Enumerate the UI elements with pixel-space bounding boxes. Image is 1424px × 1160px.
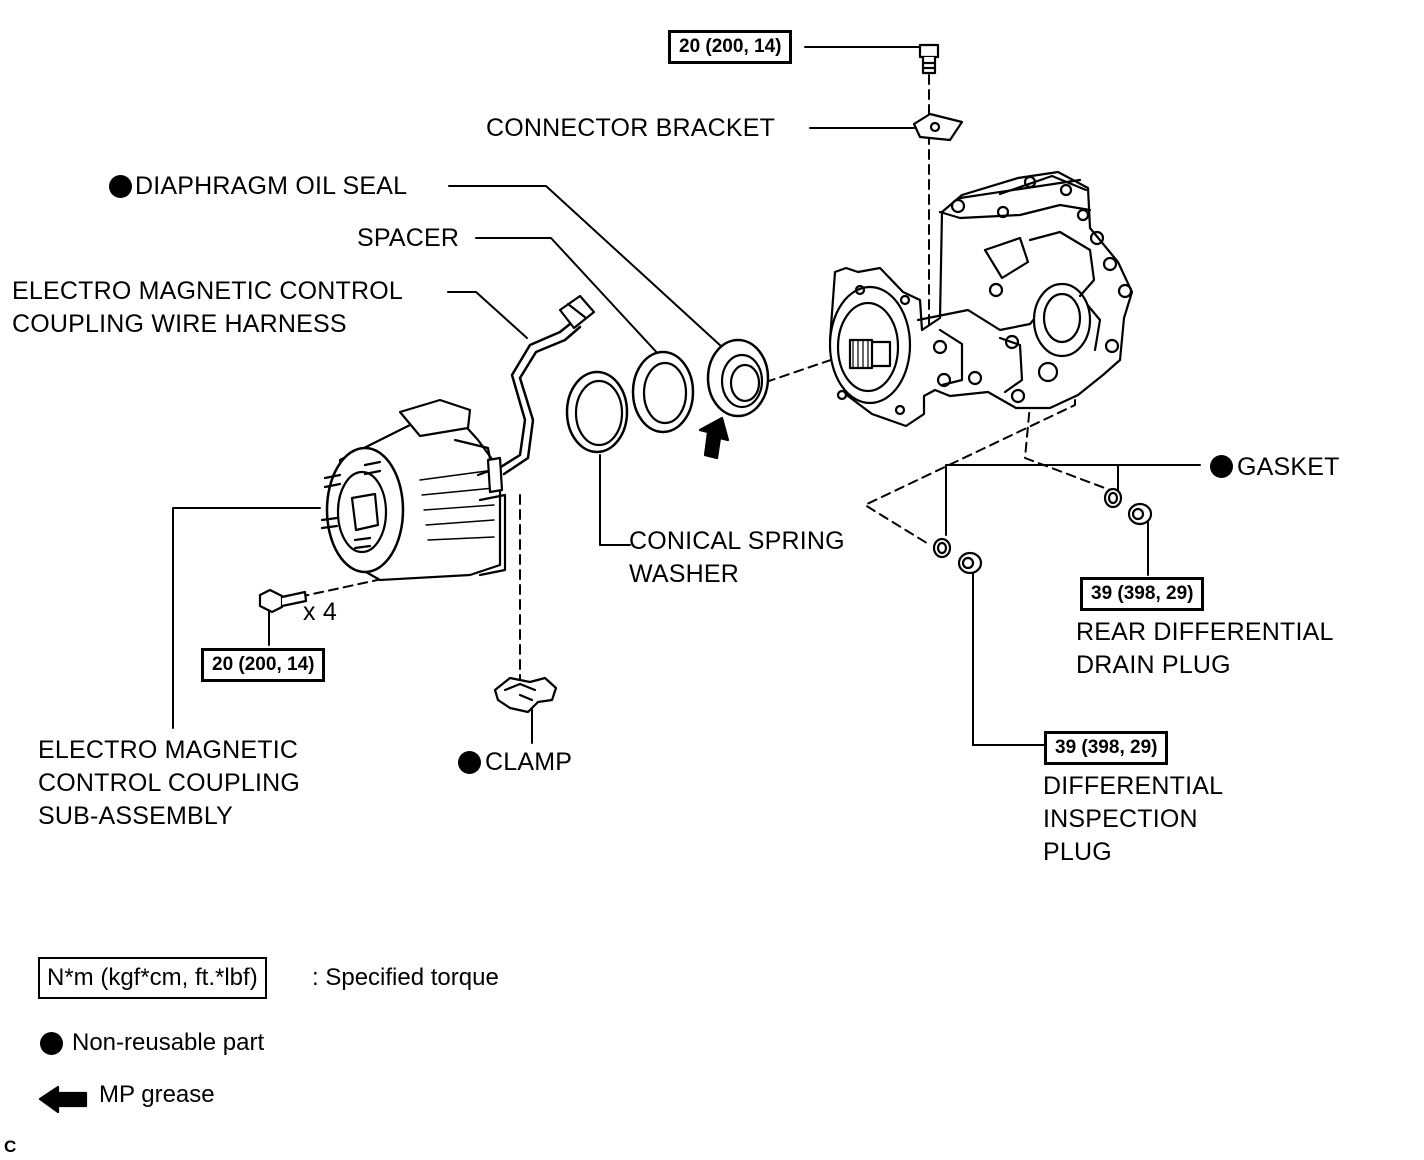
- drain-gasket-shape: [1103, 487, 1123, 509]
- label-spacer: SPACER: [357, 224, 460, 252]
- label-conical-washer-line2: WASHER: [629, 560, 740, 588]
- clamp-shape: [493, 676, 558, 714]
- torque-inspection-plug: 39 (398, 29): [1044, 731, 1169, 765]
- inspection-plug-shape: [957, 551, 983, 575]
- grease-arrow-shape: [698, 416, 730, 460]
- label-wire-harness-line1: ELECTRO MAGNETIC CONTROL: [12, 277, 403, 305]
- label-coupling-line1: ELECTRO MAGNETIC: [38, 736, 299, 764]
- leader-lines: [172, 46, 1201, 746]
- label-quantity: x 4: [303, 598, 337, 626]
- label-drain-plug-line2: DRAIN PLUG: [1076, 651, 1231, 679]
- label-conical-washer-line1: CONICAL SPRING: [629, 527, 845, 555]
- coupling-bolt-shape: [258, 588, 308, 614]
- label-clamp: CLAMP: [485, 748, 573, 776]
- torque-coupling-bolt: 20 (200, 14): [201, 648, 326, 682]
- inspection-gasket-shape: [932, 537, 952, 559]
- label-connector-bracket: CONNECTOR BRACKET: [486, 114, 776, 142]
- legend-grease-text: MP grease: [99, 1081, 215, 1108]
- label-coupling-line3: SUB-ASSEMBLY: [38, 802, 234, 830]
- top-bolt-shape: [918, 43, 940, 75]
- label-coupling-line2: CONTROL COUPLING: [38, 769, 301, 797]
- coupling-sub-assembly-shape: [320, 398, 507, 582]
- legend-torque-box: N*m (kgf*cm, ft.*lbf): [38, 957, 267, 999]
- non-reusable-dot-icon: [109, 175, 132, 198]
- label-gasket: GASKET: [1237, 453, 1340, 481]
- differential-carrier-shape: [828, 170, 1134, 428]
- legend-non-reusable-text: Non-reusable part: [72, 1029, 265, 1056]
- non-reusable-dot-icon: [1210, 455, 1233, 478]
- label-wire-harness-line2: COUPLING WIRE HARNESS: [12, 310, 347, 338]
- spacer-shape: [631, 350, 695, 434]
- drain-plug-shape: [1127, 502, 1153, 526]
- connector-bracket-shape: [912, 112, 964, 142]
- non-reusable-dot-icon: [458, 751, 481, 774]
- legend-arrow-icon: [38, 1085, 88, 1114]
- legend-non-reusable-dot-icon: [40, 1032, 63, 1055]
- legend-torque-text: : Specified torque: [312, 964, 499, 991]
- diaphragm-oil-seal-shape: [706, 338, 770, 418]
- torque-top-bolt: 20 (200, 14): [668, 30, 793, 64]
- label-inspection-line1: DIFFERENTIAL: [1043, 772, 1224, 800]
- wire-harness-shape: [494, 294, 596, 476]
- label-diaphragm-oil-seal: DIAPHRAGM OIL SEAL: [135, 172, 408, 200]
- label-drain-plug-line1: REAR DIFFERENTIAL: [1076, 618, 1334, 646]
- corner-mark: C: [4, 1137, 17, 1156]
- coupling-studs: [320, 460, 382, 550]
- torque-drain-plug: 39 (398, 29): [1080, 577, 1205, 611]
- label-inspection-line3: PLUG: [1043, 838, 1112, 866]
- label-inspection-line2: INSPECTION: [1043, 805, 1198, 833]
- conical-spring-washer-shape: [565, 370, 629, 454]
